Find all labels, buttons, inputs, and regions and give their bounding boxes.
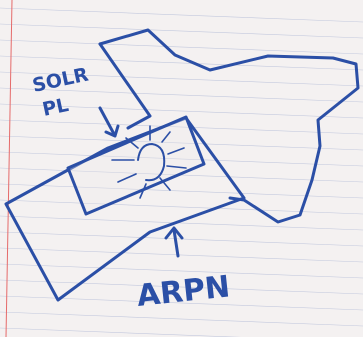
notebook-sketch: SOLR PL ARPN bbox=[0, 0, 363, 337]
photo-canvas: SOLR PL ARPN bbox=[0, 0, 363, 337]
